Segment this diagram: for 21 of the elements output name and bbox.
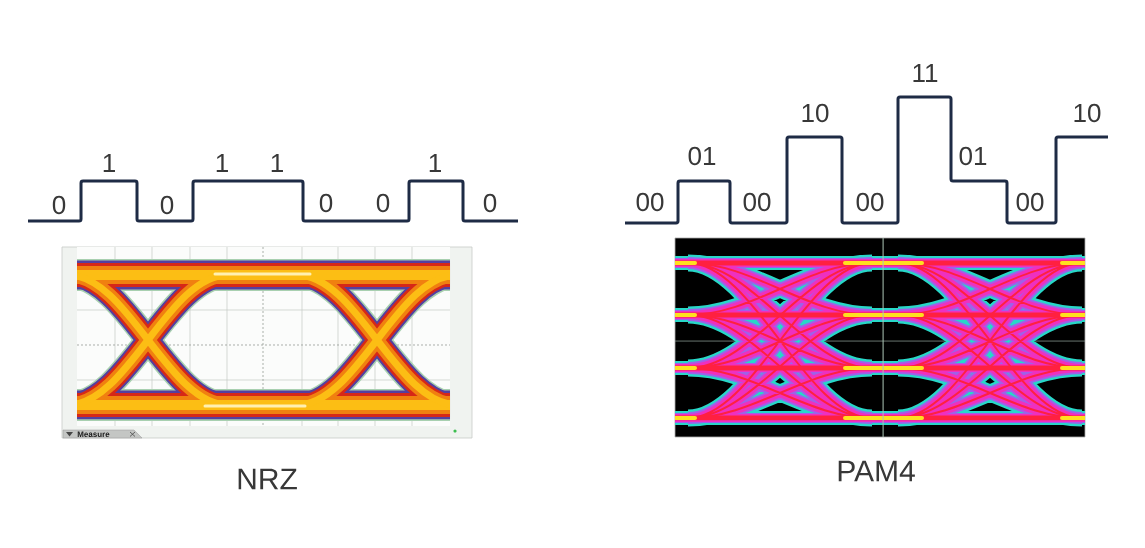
bit-label: 10	[802, 103, 829, 123]
bit-label: 0	[52, 195, 66, 215]
bit-label: 01	[959, 146, 987, 166]
bit-label: 11	[913, 64, 938, 82]
caption: PAM4	[838, 460, 915, 482]
tab: Measure	[62, 429, 143, 439]
bit-label: 0	[376, 193, 390, 213]
bit-label: 00	[636, 192, 664, 212]
bit-label: 10	[1074, 103, 1101, 123]
bit-label: 0	[160, 195, 174, 215]
bit-label: 1	[103, 154, 115, 172]
bit-label: 1	[271, 154, 283, 172]
bit-label: 01	[688, 146, 716, 166]
bit-label: 00	[743, 192, 771, 212]
bit-label: 1	[429, 154, 441, 172]
bit-label: 0	[319, 193, 333, 213]
caption: NRZ	[238, 468, 297, 490]
bit-label: 00	[1016, 192, 1044, 212]
bit-label: 1	[216, 154, 228, 172]
bit-label: 0	[483, 193, 497, 213]
bit-label: 00	[856, 192, 884, 212]
